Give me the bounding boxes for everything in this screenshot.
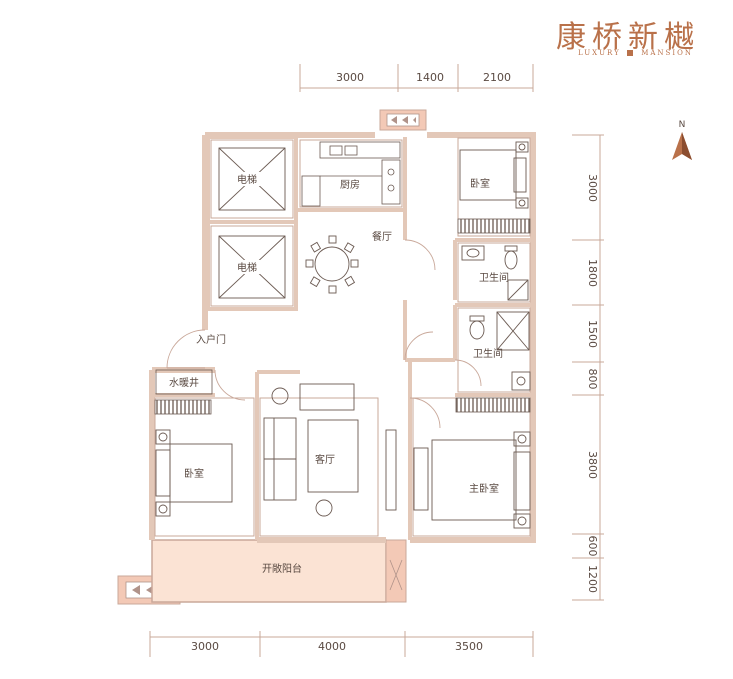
dimension-right (572, 134, 604, 601)
dimension-top-3: 2100 (483, 71, 511, 84)
kitchen-fixtures (301, 141, 401, 207)
room-label-balcony: 开敞阳台 (262, 562, 302, 575)
dimension-top (299, 64, 534, 92)
bedroom-sw-furniture (155, 429, 233, 517)
balcony-pillar (385, 539, 407, 603)
brand-logo-text: 康桥新樾 (556, 20, 700, 55)
brand-seal-icon (626, 50, 633, 56)
dimension-top-1: 3000 (336, 71, 364, 84)
room-label-master-bedroom: 主卧室 (469, 482, 499, 495)
water-heating-shaft (155, 369, 213, 395)
room-label-bathroom-2: 卫生间 (473, 347, 503, 360)
interior-walls (152, 135, 533, 540)
balcony-area (151, 539, 387, 603)
dining-table (305, 235, 359, 294)
dimension-right-1: 3000 (586, 174, 599, 202)
brand-subtitle-left: LUXURY (578, 49, 621, 57)
brand-subtitle-right: MANSION (641, 49, 693, 57)
wardrobe-master (455, 397, 531, 413)
door-swings (166, 239, 482, 429)
dimension-top-2: 1400 (416, 71, 444, 84)
wardrobe-sw (154, 399, 212, 415)
dimension-bottom-1: 3000 (191, 640, 219, 653)
brand-subtitle: LUXURY MANSION (578, 49, 693, 57)
room-label-bathroom-1: 卫生间 (479, 271, 509, 284)
ac-unit-top (379, 109, 427, 131)
master-bed (413, 431, 531, 529)
dimension-right-7: 1200 (586, 565, 599, 593)
room-label-bedroom-sw: 卧室 (184, 467, 204, 480)
room-label-elevator-1: 电梯 (237, 173, 257, 186)
room-label-elevator-2: 电梯 (237, 261, 257, 274)
room-label-water-heating: 水暖井 (169, 376, 199, 389)
compass-label: N (679, 120, 686, 130)
bathroom-1-fixtures (461, 245, 529, 301)
north-arrow-icon (672, 132, 692, 160)
dimension-right-3: 1500 (586, 320, 599, 348)
living-furniture (263, 383, 397, 517)
dimension-right-6: 600 (586, 536, 599, 557)
room-label-living: 客厅 (315, 453, 335, 466)
room-label-dining: 餐厅 (372, 230, 392, 243)
wardrobe-ne (457, 218, 531, 234)
bedroom-ne-furniture (459, 141, 529, 209)
dimension-bottom-3: 3500 (455, 640, 483, 653)
dimension-right-2: 1800 (586, 259, 599, 287)
dimension-bottom-2: 4000 (318, 640, 346, 653)
room-label-kitchen: 厨房 (340, 178, 360, 191)
dimension-bottom (149, 631, 534, 657)
dimension-right-5: 3800 (586, 451, 599, 479)
room-label-entrance: 入户门 (196, 333, 226, 346)
room-label-bedroom-ne: 卧室 (470, 177, 490, 190)
bathroom-2-fixtures (469, 311, 531, 391)
dimension-right-4: 800 (586, 369, 599, 390)
